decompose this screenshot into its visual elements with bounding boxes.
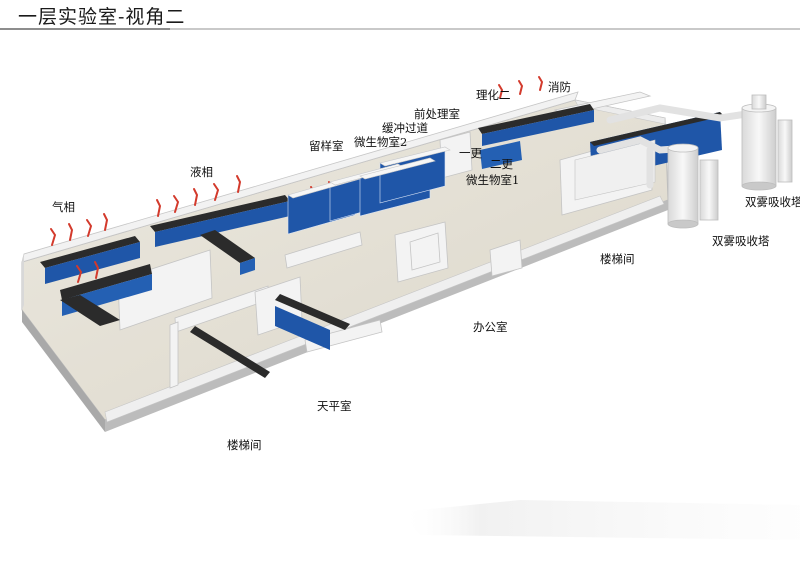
absorption-tower-back (741, 94, 793, 191)
bench-liquid-cabinet (155, 201, 290, 247)
title-underline-accent (0, 28, 170, 30)
label-balance-room: 天平室 (317, 399, 352, 413)
bench-group-left (40, 195, 290, 326)
title-underline (0, 28, 800, 30)
label-microbe-room-2: 微生物室2 (354, 135, 408, 149)
label-stairwell-right: 楼梯间 (600, 252, 635, 266)
label-stairwell-bottom: 楼梯间 (227, 438, 262, 452)
label-gas-phase: 气相 (52, 200, 75, 214)
label-office: 办公室 (473, 320, 508, 334)
label-double-mist-tower-b: 双雾吸收塔 (712, 234, 770, 248)
label-sample-room: 留样室 (309, 139, 344, 153)
bench-group-physchem (478, 104, 594, 169)
label-physchem-2: 理化二 (476, 88, 511, 102)
bench-group-bottom (190, 294, 350, 378)
label-buffer-corridor: 缓冲过道 (382, 121, 428, 135)
page-title: 一层实验室-视角二 (18, 6, 186, 28)
building-slab-left (22, 310, 105, 432)
label-change-room-1: 一更 (459, 146, 482, 160)
label-pretreatment-room: 前处理室 (414, 107, 460, 121)
bench-liquid-arm-cab (240, 258, 255, 275)
building-slab-side (105, 200, 668, 432)
bench-gas-cabinet (45, 242, 140, 284)
label-fire-control: 消防 (548, 80, 571, 94)
label-microbe-room-1: 微生物室1 (466, 173, 520, 187)
absorption-tower-front (667, 143, 719, 229)
cabinet-row-tops (287, 146, 451, 199)
outer-wall-left (22, 254, 24, 310)
bench-liquid-top (150, 195, 290, 232)
label-double-mist-tower-a: 双雾吸收塔 (745, 195, 800, 209)
bench-gas-front (60, 264, 152, 300)
label-change-room-2: 二更 (490, 157, 513, 171)
ground-shadow (400, 500, 800, 540)
bench-wall-bottom (60, 295, 120, 326)
bench-liquid-arm (200, 230, 255, 263)
outer-wall-back (21, 91, 579, 263)
extraction-arms (50, 76, 544, 283)
label-liquid-phase: 液相 (190, 165, 213, 179)
bench-gas-top (40, 236, 140, 268)
